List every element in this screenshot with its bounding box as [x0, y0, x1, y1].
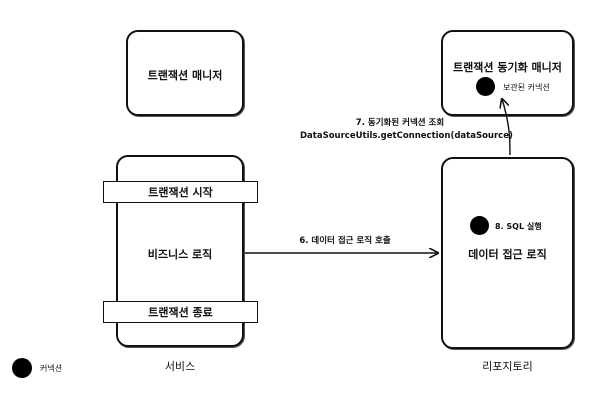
step7-arrow	[502, 99, 511, 156]
transaction-manager-label: 트랜잭션 매니저	[147, 69, 223, 82]
legend-connection-dot	[12, 358, 32, 378]
transaction-sync-manager-label: 트랜잭션 동기화 매니저	[453, 61, 562, 74]
step7-line2: DataSourceUtils.getConnection(dataSource…	[300, 131, 513, 141]
step8-label: 8. SQL 실행	[495, 222, 542, 231]
step7-line1: 7. 동기화된 커넥션 조회	[355, 118, 445, 128]
repository-box	[441, 157, 574, 349]
business-logic-label: 비즈니스 로직	[147, 248, 213, 261]
tx-start-bar: 트랜잭션 시작	[103, 181, 258, 203]
service-caption: 서비스	[164, 360, 196, 373]
data-access-logic-label: 데이터 접근 로직	[468, 248, 547, 261]
step6-label: 6. 데이터 접근 로직 호출	[299, 236, 391, 246]
saved-connection-label: 보관된 커넥션	[503, 83, 550, 92]
transaction-manager-box: 트랜잭션 매니저	[126, 30, 244, 116]
legend-connection-label: 커넥션	[40, 364, 63, 373]
step7-label: 7. 동기화된 커넥션 조회 DataSourceUtils.getConnec…	[300, 116, 513, 141]
sql-connection-dot	[470, 216, 489, 235]
tx-end-bar: 트랜잭션 종료	[103, 301, 258, 323]
saved-connection-dot	[476, 77, 495, 96]
repository-caption: 리포지토리	[482, 360, 533, 373]
